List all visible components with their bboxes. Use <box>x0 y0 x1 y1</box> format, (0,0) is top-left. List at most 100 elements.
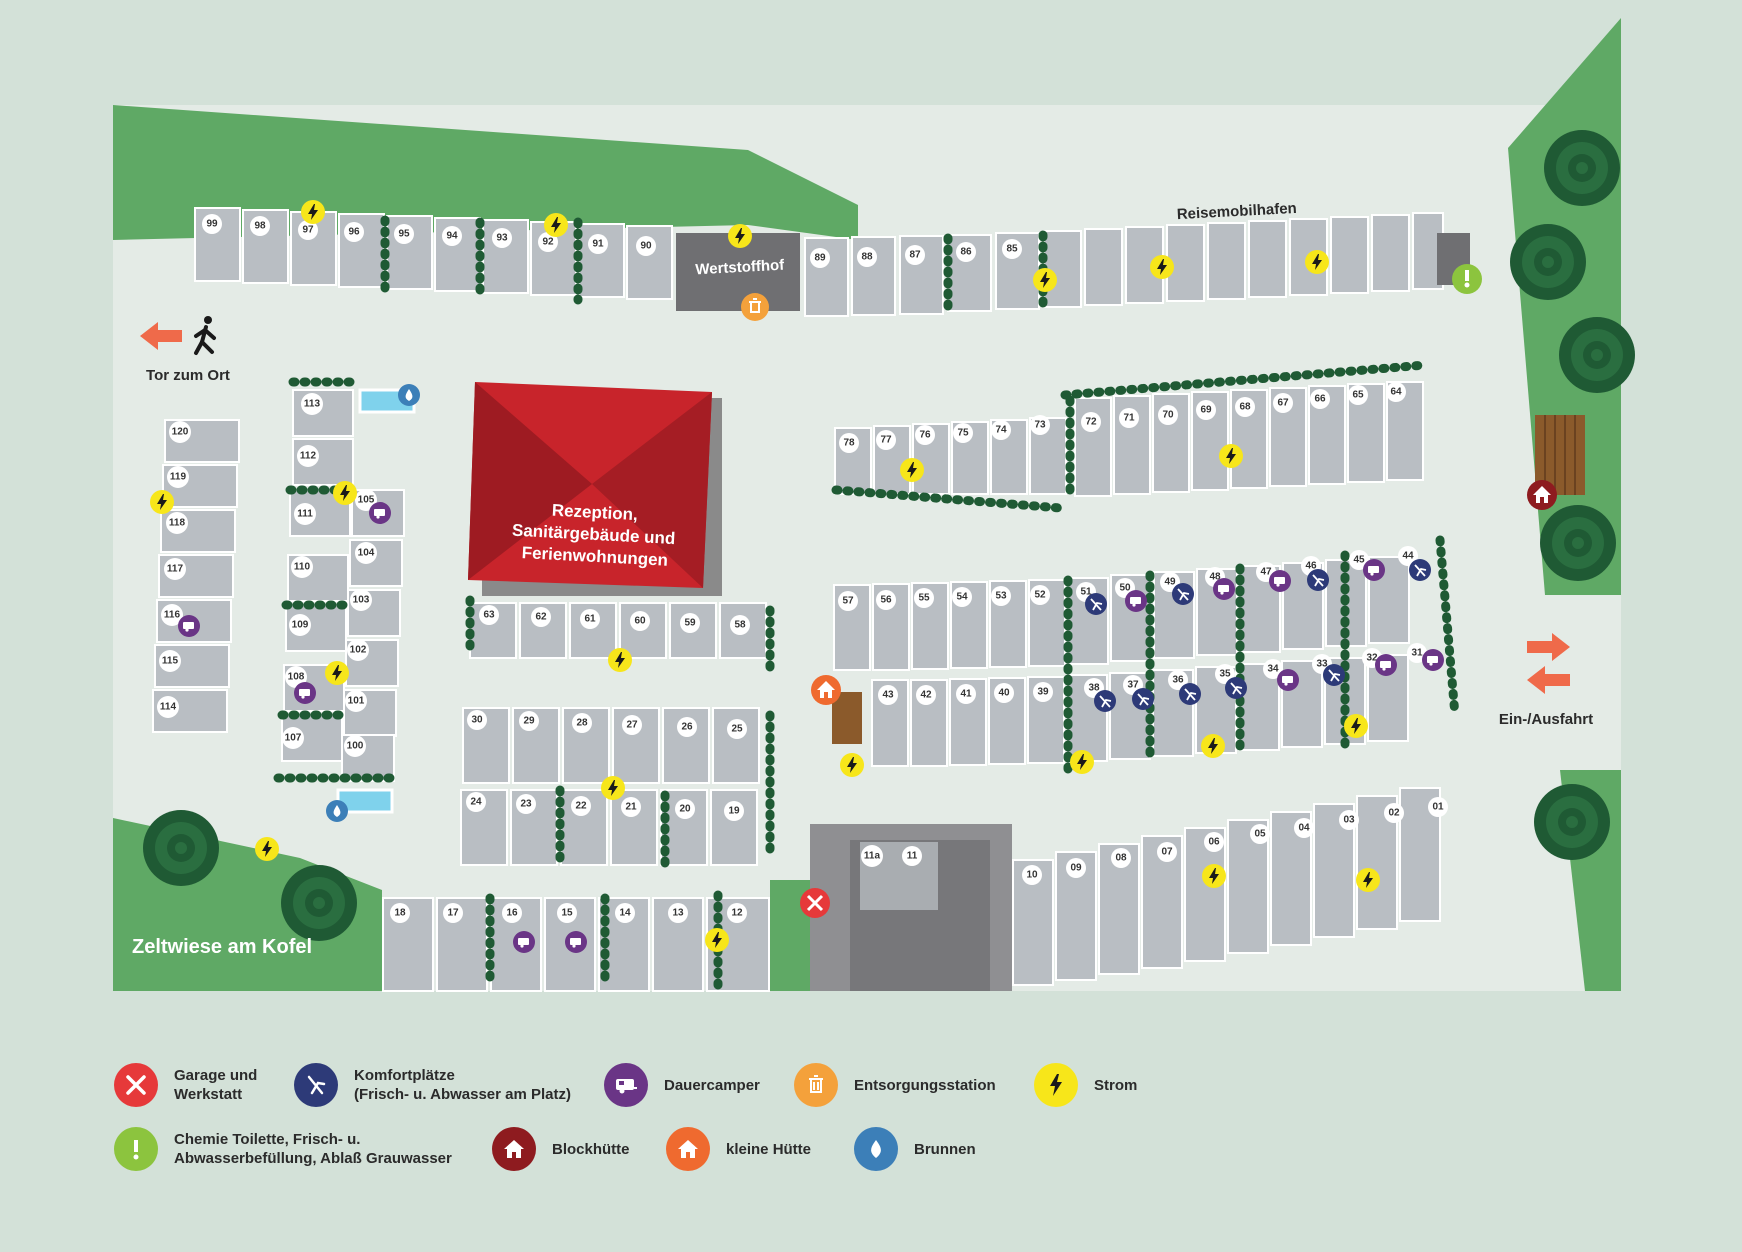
plot-number-badge[interactable]: 40 <box>994 683 1014 703</box>
plot-number-badge[interactable]: 62 <box>531 607 551 627</box>
plot-number-badge[interactable]: 19 <box>724 801 744 821</box>
plot[interactable] <box>1371 214 1410 292</box>
plot-number-badge[interactable]: 119 <box>167 466 189 488</box>
plot-number-badge[interactable]: 60 <box>630 611 650 631</box>
plot-number-badge[interactable]: 31 <box>1407 643 1427 663</box>
lightning-icon[interactable] <box>1202 864 1226 888</box>
plot-number-badge[interactable]: 14 <box>615 903 635 923</box>
lightning-icon[interactable] <box>150 490 174 514</box>
caravan-icon[interactable] <box>178 615 200 637</box>
lightning-icon[interactable] <box>1344 714 1368 738</box>
plot-number-badge[interactable]: 53 <box>991 586 1011 606</box>
plot-number-badge[interactable]: 104 <box>355 542 377 564</box>
plot-number-badge[interactable]: 12 <box>727 903 747 923</box>
plot-number-badge[interactable]: 74 <box>991 420 1011 440</box>
arrow-out-icon[interactable] <box>1527 666 1570 694</box>
deck-chair-icon[interactable] <box>1132 688 1154 710</box>
lightning-icon[interactable] <box>1150 255 1174 279</box>
deck-chair-icon[interactable] <box>1323 664 1345 686</box>
plot-number-badge[interactable]: 97 <box>298 220 318 240</box>
plot-number-badge[interactable]: 117 <box>164 558 186 580</box>
deck-chair-icon[interactable] <box>1179 683 1201 705</box>
plot[interactable] <box>285 604 347 652</box>
plot-number-badge[interactable]: 71 <box>1119 408 1139 428</box>
lightning-icon[interactable] <box>601 776 625 800</box>
lightning-icon[interactable] <box>705 928 729 952</box>
lightning-icon[interactable] <box>544 213 568 237</box>
lightning-icon[interactable] <box>900 458 924 482</box>
plot-number-badge[interactable]: 102 <box>347 639 369 661</box>
caravan-icon[interactable] <box>1363 559 1385 581</box>
plot[interactable] <box>1043 230 1082 308</box>
plot[interactable] <box>1084 228 1123 306</box>
caravan-icon[interactable] <box>1422 649 1444 671</box>
plot-number-badge[interactable]: 05 <box>1250 824 1270 844</box>
plot-number-badge[interactable]: 75 <box>953 423 973 443</box>
lightning-icon[interactable] <box>1305 250 1329 274</box>
caravan-icon[interactable] <box>1213 578 1235 600</box>
plot-number-badge[interactable]: 27 <box>622 715 642 735</box>
plot-number-badge[interactable]: 16 <box>502 903 522 923</box>
plot-number-badge[interactable]: 42 <box>916 685 936 705</box>
plot-number-badge[interactable]: 15 <box>557 903 577 923</box>
plot-number-badge[interactable]: 07 <box>1157 842 1177 862</box>
plot-number-badge[interactable]: 01 <box>1428 797 1448 817</box>
lightning-icon[interactable] <box>1219 444 1243 468</box>
brunnen-marker[interactable] <box>326 800 348 822</box>
plot-number-badge[interactable]: 29 <box>519 711 539 731</box>
lightning-icon[interactable] <box>255 837 279 861</box>
lightning-icon[interactable] <box>325 661 349 685</box>
plot-number-badge[interactable]: 06 <box>1204 832 1224 852</box>
lightning-icon[interactable] <box>333 481 357 505</box>
plot-number-badge[interactable]: 58 <box>730 615 750 635</box>
plot-number-badge[interactable]: 28 <box>572 713 592 733</box>
plot-number-badge[interactable]: 44 <box>1398 546 1418 566</box>
arrow-left-icon[interactable] <box>140 322 182 350</box>
caravan-icon[interactable] <box>513 931 535 953</box>
plot-number-badge[interactable]: 94 <box>442 226 462 246</box>
plot-number-badge[interactable]: 08 <box>1111 848 1131 868</box>
plot-number-badge[interactable]: 109 <box>289 614 311 636</box>
plot-number-badge[interactable]: 85 <box>1002 239 1022 259</box>
caravan-icon[interactable] <box>369 502 391 524</box>
caravan-icon[interactable] <box>1375 654 1397 676</box>
plot-number-badge[interactable]: 78 <box>839 433 859 453</box>
plot[interactable] <box>345 639 399 687</box>
lightning-icon[interactable] <box>840 753 864 777</box>
plot[interactable] <box>851 236 896 316</box>
plot-number-badge[interactable]: 118 <box>166 512 188 534</box>
deck-chair-icon[interactable] <box>1085 593 1107 615</box>
caravan-icon[interactable] <box>565 931 587 953</box>
plot-number-badge[interactable]: 86 <box>956 242 976 262</box>
plot-number-badge[interactable]: 64 <box>1386 382 1406 402</box>
plot[interactable] <box>804 237 849 317</box>
plot-number-badge[interactable]: 88 <box>857 247 877 267</box>
plot-number-badge[interactable]: 67 <box>1273 393 1293 413</box>
plot[interactable] <box>292 389 354 437</box>
plot-number-badge[interactable]: 23 <box>516 794 536 814</box>
plot-number-badge[interactable]: 56 <box>876 590 896 610</box>
brunnen-marker[interactable] <box>398 384 420 406</box>
plot-number-badge[interactable]: 59 <box>680 613 700 633</box>
lightning-icon[interactable] <box>1070 750 1094 774</box>
entsorgung-marker[interactable] <box>741 293 769 321</box>
deck-chair-icon[interactable] <box>1307 569 1329 591</box>
lightning-icon[interactable] <box>608 648 632 672</box>
plot-number-badge[interactable]: 03 <box>1339 810 1359 830</box>
plot-number-badge[interactable]: 113 <box>301 393 323 415</box>
plot-number-badge[interactable]: 72 <box>1081 412 1101 432</box>
caravan-icon[interactable] <box>294 682 316 704</box>
plot-number-badge[interactable]: 69 <box>1196 400 1216 420</box>
caravan-icon[interactable] <box>1269 570 1291 592</box>
plot-number-badge[interactable]: 89 <box>810 248 830 268</box>
lightning-icon[interactable] <box>1033 268 1057 292</box>
plot-number-badge[interactable]: 10 <box>1022 865 1042 885</box>
plot-number-badge[interactable]: 114 <box>157 696 179 718</box>
kleine-huette-marker[interactable] <box>811 675 841 705</box>
plot-number-badge[interactable]: 100 <box>344 735 366 757</box>
plot-number-badge[interactable]: 90 <box>636 236 656 256</box>
plot-number-badge[interactable]: 112 <box>297 445 319 467</box>
lightning-icon[interactable] <box>1201 734 1225 758</box>
plot-number-badge[interactable]: 70 <box>1158 405 1178 425</box>
plot-number-badge[interactable]: 108 <box>285 666 307 688</box>
